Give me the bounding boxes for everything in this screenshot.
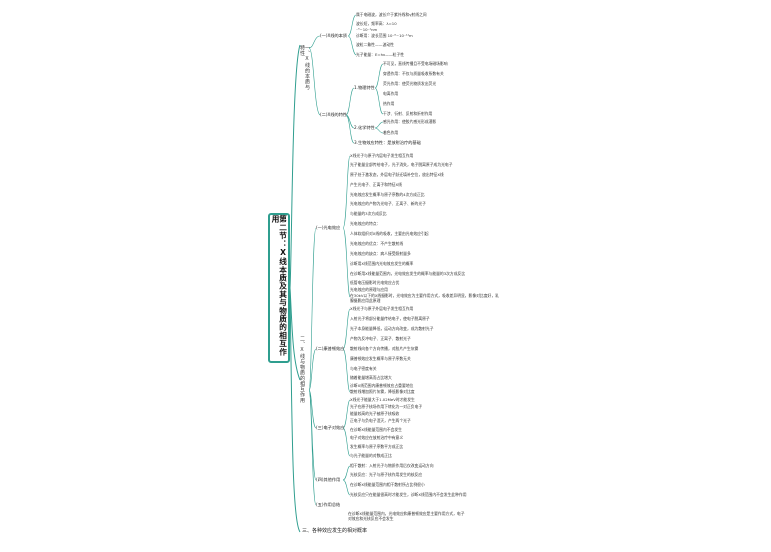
pair-item: 电子对效应在放射治疗中有意义 — [350, 435, 404, 440]
pair-item: 在诊断X线能量范围内不会发生 — [350, 427, 402, 432]
photoelectric-item: 光子能量全部传给电子，光子消失，电子脱离原子成为光电子 — [350, 162, 453, 167]
branch-section2-label: 二、X线与物质的相互作用 — [299, 336, 305, 403]
compton-item: 与电子密度有关 — [350, 366, 377, 371]
physical-item: 穿透作用：不仅与质量吸收系数有关 — [383, 71, 444, 76]
photoelectric-item: 光电效应的优点：不产生散射线 — [350, 241, 404, 246]
physical-item: 热作用 — [383, 101, 395, 106]
root-topic: 第二节：X线本质及其与物质的相互作用 — [268, 213, 290, 363]
pair-item: 发生概率与原子序数平方成正比 — [350, 444, 404, 449]
chemical-item: 着色作用 — [383, 130, 399, 135]
other-item: 在诊断X线能量范围内相干散射所占比例很小 — [350, 482, 425, 487]
chemical-item: 感光作用：使胶片感光形成潜影 — [383, 119, 437, 124]
photoelectric-item: 光电效应的特点： — [350, 221, 381, 226]
compton-item: 光子本身能量降低，运动方向改变，成为散射光子 — [350, 326, 434, 331]
nature-item: ⁻⁶~10⁻¹nm — [356, 27, 378, 32]
nature-node: (一)X线的本质 — [320, 33, 348, 38]
nature-item: 属于电磁波，波长介于紫外线和γ射线之间 — [356, 12, 427, 17]
nature-item: 诊断用：波长范围 10⁻⁸~10⁻¹¹m — [356, 33, 413, 38]
nature-item: 波粒二象性——波动性 — [356, 42, 394, 47]
chemical-node: 2.化学特性 — [354, 125, 375, 130]
photoelectric-item: 在30kV以下的X线摄影时，光电效应为主要作用方式，吸收差异明显，影像对比度好，… — [350, 293, 499, 303]
branch-section3-label: 三、各种效应发生的相对概率 — [302, 528, 368, 534]
photoelectric-item: 光电效应发生概率与原子序数的4次方成正比 — [350, 192, 425, 197]
physical-item: 干涉、衍射、反射和折射作用 — [383, 111, 433, 116]
physical-item: 电离作用 — [383, 91, 399, 96]
photoelectric-item: 诊断用X线范围内光电效应发生的概率 — [350, 261, 414, 266]
compton-item: 入射光子将部分能量传给电子，使电子脱离原子 — [350, 316, 430, 321]
photoelectric-item: 低管电压摄影时光电效应占优 — [350, 280, 400, 285]
compton-item: 随着能量增高而占比增大 — [350, 375, 392, 380]
props-node: (二)X线的特性 — [320, 112, 348, 117]
photoelectric-node: (一)光电效应 — [316, 225, 341, 230]
compton-node: (二)康普顿效应 — [316, 346, 345, 351]
photoelectric-item: 光电效应的原理与应用 — [350, 287, 388, 292]
pair-item: 与光子能量的对数成正比 — [350, 453, 392, 458]
nature-item: 波长短，频率高：λ=10 — [356, 21, 397, 26]
other-node: (四)其他作用 — [316, 477, 341, 482]
photoelectric-item: X线光子与原子内层电子发生相互作用 — [350, 153, 414, 158]
nature-item: 光子能量：E=hν——粒子性 — [356, 52, 405, 57]
compton-item: 康普顿效应发生概率与原子序数无关 — [350, 356, 411, 361]
other-item: 光核反应只在能量很高时才能发生，诊断X线范围内不会发生此种作用 — [350, 492, 467, 497]
compton-item: 散射线增加照片灰雾，降低影像对比度 — [350, 389, 415, 394]
pair-item: 光子在原子核场作用下转化为一对正负电子 — [350, 404, 423, 409]
connector-section3 — [289, 287, 301, 533]
physical-item: 荧光作用：使荧光物质发出荧光 — [383, 81, 437, 86]
summary-text: 在诊断X线能量范围内，光电效应和康普顿效应是主要作用方式，电子对效应和光核反应不… — [348, 511, 465, 521]
photoelectric-item: 光电效应的缺点：病人接受照射量多 — [350, 251, 411, 256]
physical-node: 1.物理特性 — [354, 85, 375, 90]
branch-section1-label: 一、X线的本质与特性 — [299, 45, 310, 90]
physical-item: 不可见，直线传播且不受电场磁场影响 — [383, 61, 448, 66]
pair-item: X线光子能量大于1.02MeV时才能发生 — [350, 397, 415, 402]
photoelectric-item: 在诊断用X线能量范围内，光电效应发生的概率与能量的3次方成反比 — [350, 271, 466, 276]
photoelectric-item: 光电效应的产物为光电子、正离子、新的光子 — [350, 201, 426, 206]
photoelectric-item: 与能量的3次方成反比 — [350, 211, 387, 216]
compton-item: 产物为反冲电子、正离子、散射光子 — [350, 336, 411, 341]
photoelectric-item: 人体软组织对X线的吸收，主要由光电效应引起 — [350, 231, 429, 236]
compton-item: 诊断X线范围内康普顿效应占重要地位 — [350, 383, 414, 388]
compton-item: 散射线向各个方向传播，对胶片产生灰雾 — [350, 346, 419, 351]
photoelectric-item: 原子处于激发态，外层电子跃迁填补空位，放出特征X线 — [350, 172, 444, 177]
connector-section1 — [289, 44, 301, 289]
other-item: 光核反应：光子与原子核作用发生的核反应 — [350, 472, 423, 477]
pair-item: 能量较高的光子被原子核吸收 — [350, 411, 400, 416]
bio-node: 3.生物效应特性：是放射治疗的基础 — [354, 140, 421, 145]
pair-node: (三)电子对效应 — [316, 425, 345, 430]
pair-item: 正电子与负电子湮灭，产生两个光子 — [350, 418, 411, 423]
compton-item: X线光子与原子外层电子发生相互作用 — [350, 306, 414, 311]
photoelectric-item: 产生光电子、正离子和特征X线 — [350, 182, 402, 187]
root-title: 第二节：X线本质及其与物质的相互作用 — [271, 215, 288, 356]
summary-node: (五)作用总结 — [316, 502, 341, 507]
other-item: 相干散射：入射光子与物质作用后仅改变运动方向 — [350, 463, 434, 468]
